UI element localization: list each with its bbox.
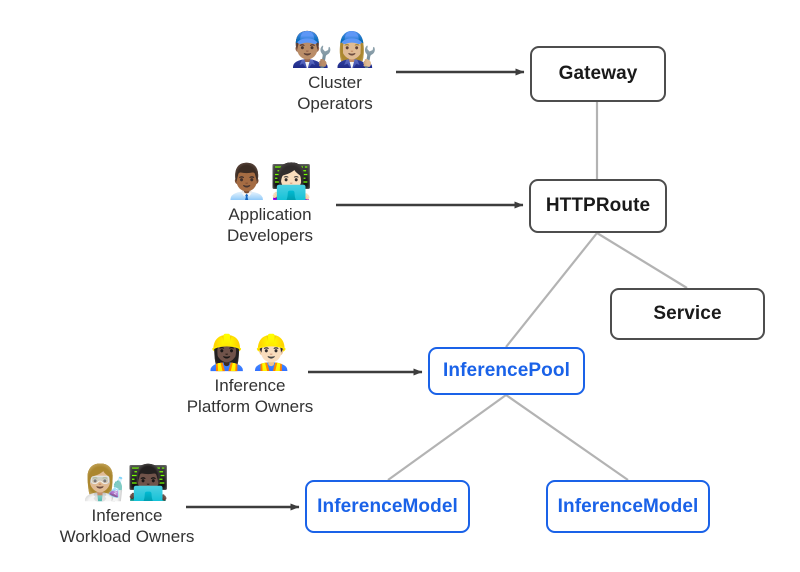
persona-cluster-operators-label: Cluster Operators [297,73,373,113]
persona-cluster-operators: 👨🏽‍🔧👩🏼‍🔧Cluster Operators [240,30,430,114]
node-service[interactable]: Service [610,288,765,340]
persona-inference-platform-owners-label: Inference Platform Owners [186,376,314,416]
persona-inference-platform-owners-icon: 👷🏿‍♀️👷🏻‍♂️ [205,333,295,373]
persona-application-developers-label: Application Developers [227,205,313,245]
persona-application-developers: 👨🏾‍💼👩🏻‍💻Application Developers [175,162,365,246]
persona-inference-workload-owners: 👩🏼‍🔬👨🏿‍💻Inference Workload Owners [32,463,222,547]
node-httproute[interactable]: HTTPRoute [529,179,667,233]
node-infpool[interactable]: InferencePool [428,347,585,395]
persona-arrows [186,68,525,511]
persona-inference-workload-owners-icon: 👩🏼‍🔬👨🏿‍💻 [82,463,172,503]
edge-infpool-infmodel1 [387,394,507,481]
node-gateway[interactable]: Gateway [530,46,666,102]
edge-infpool-infmodel2 [505,394,629,481]
persona-cluster-operators-icon: 👨🏽‍🔧👩🏼‍🔧 [290,30,380,70]
persona-application-developers-icon: 👨🏾‍💼👩🏻‍💻 [225,162,315,202]
persona-inference-workload-owners-label: Inference Workload Owners [59,506,195,546]
edge-httproute-infpool [505,232,598,348]
node-infmodel2[interactable]: InferenceModel [546,480,710,533]
node-infmodel1[interactable]: InferenceModel [305,480,470,533]
persona-inference-platform-owners: 👷🏿‍♀️👷🏻‍♂️Inference Platform Owners [155,333,345,417]
edge-httproute-service [596,232,688,289]
